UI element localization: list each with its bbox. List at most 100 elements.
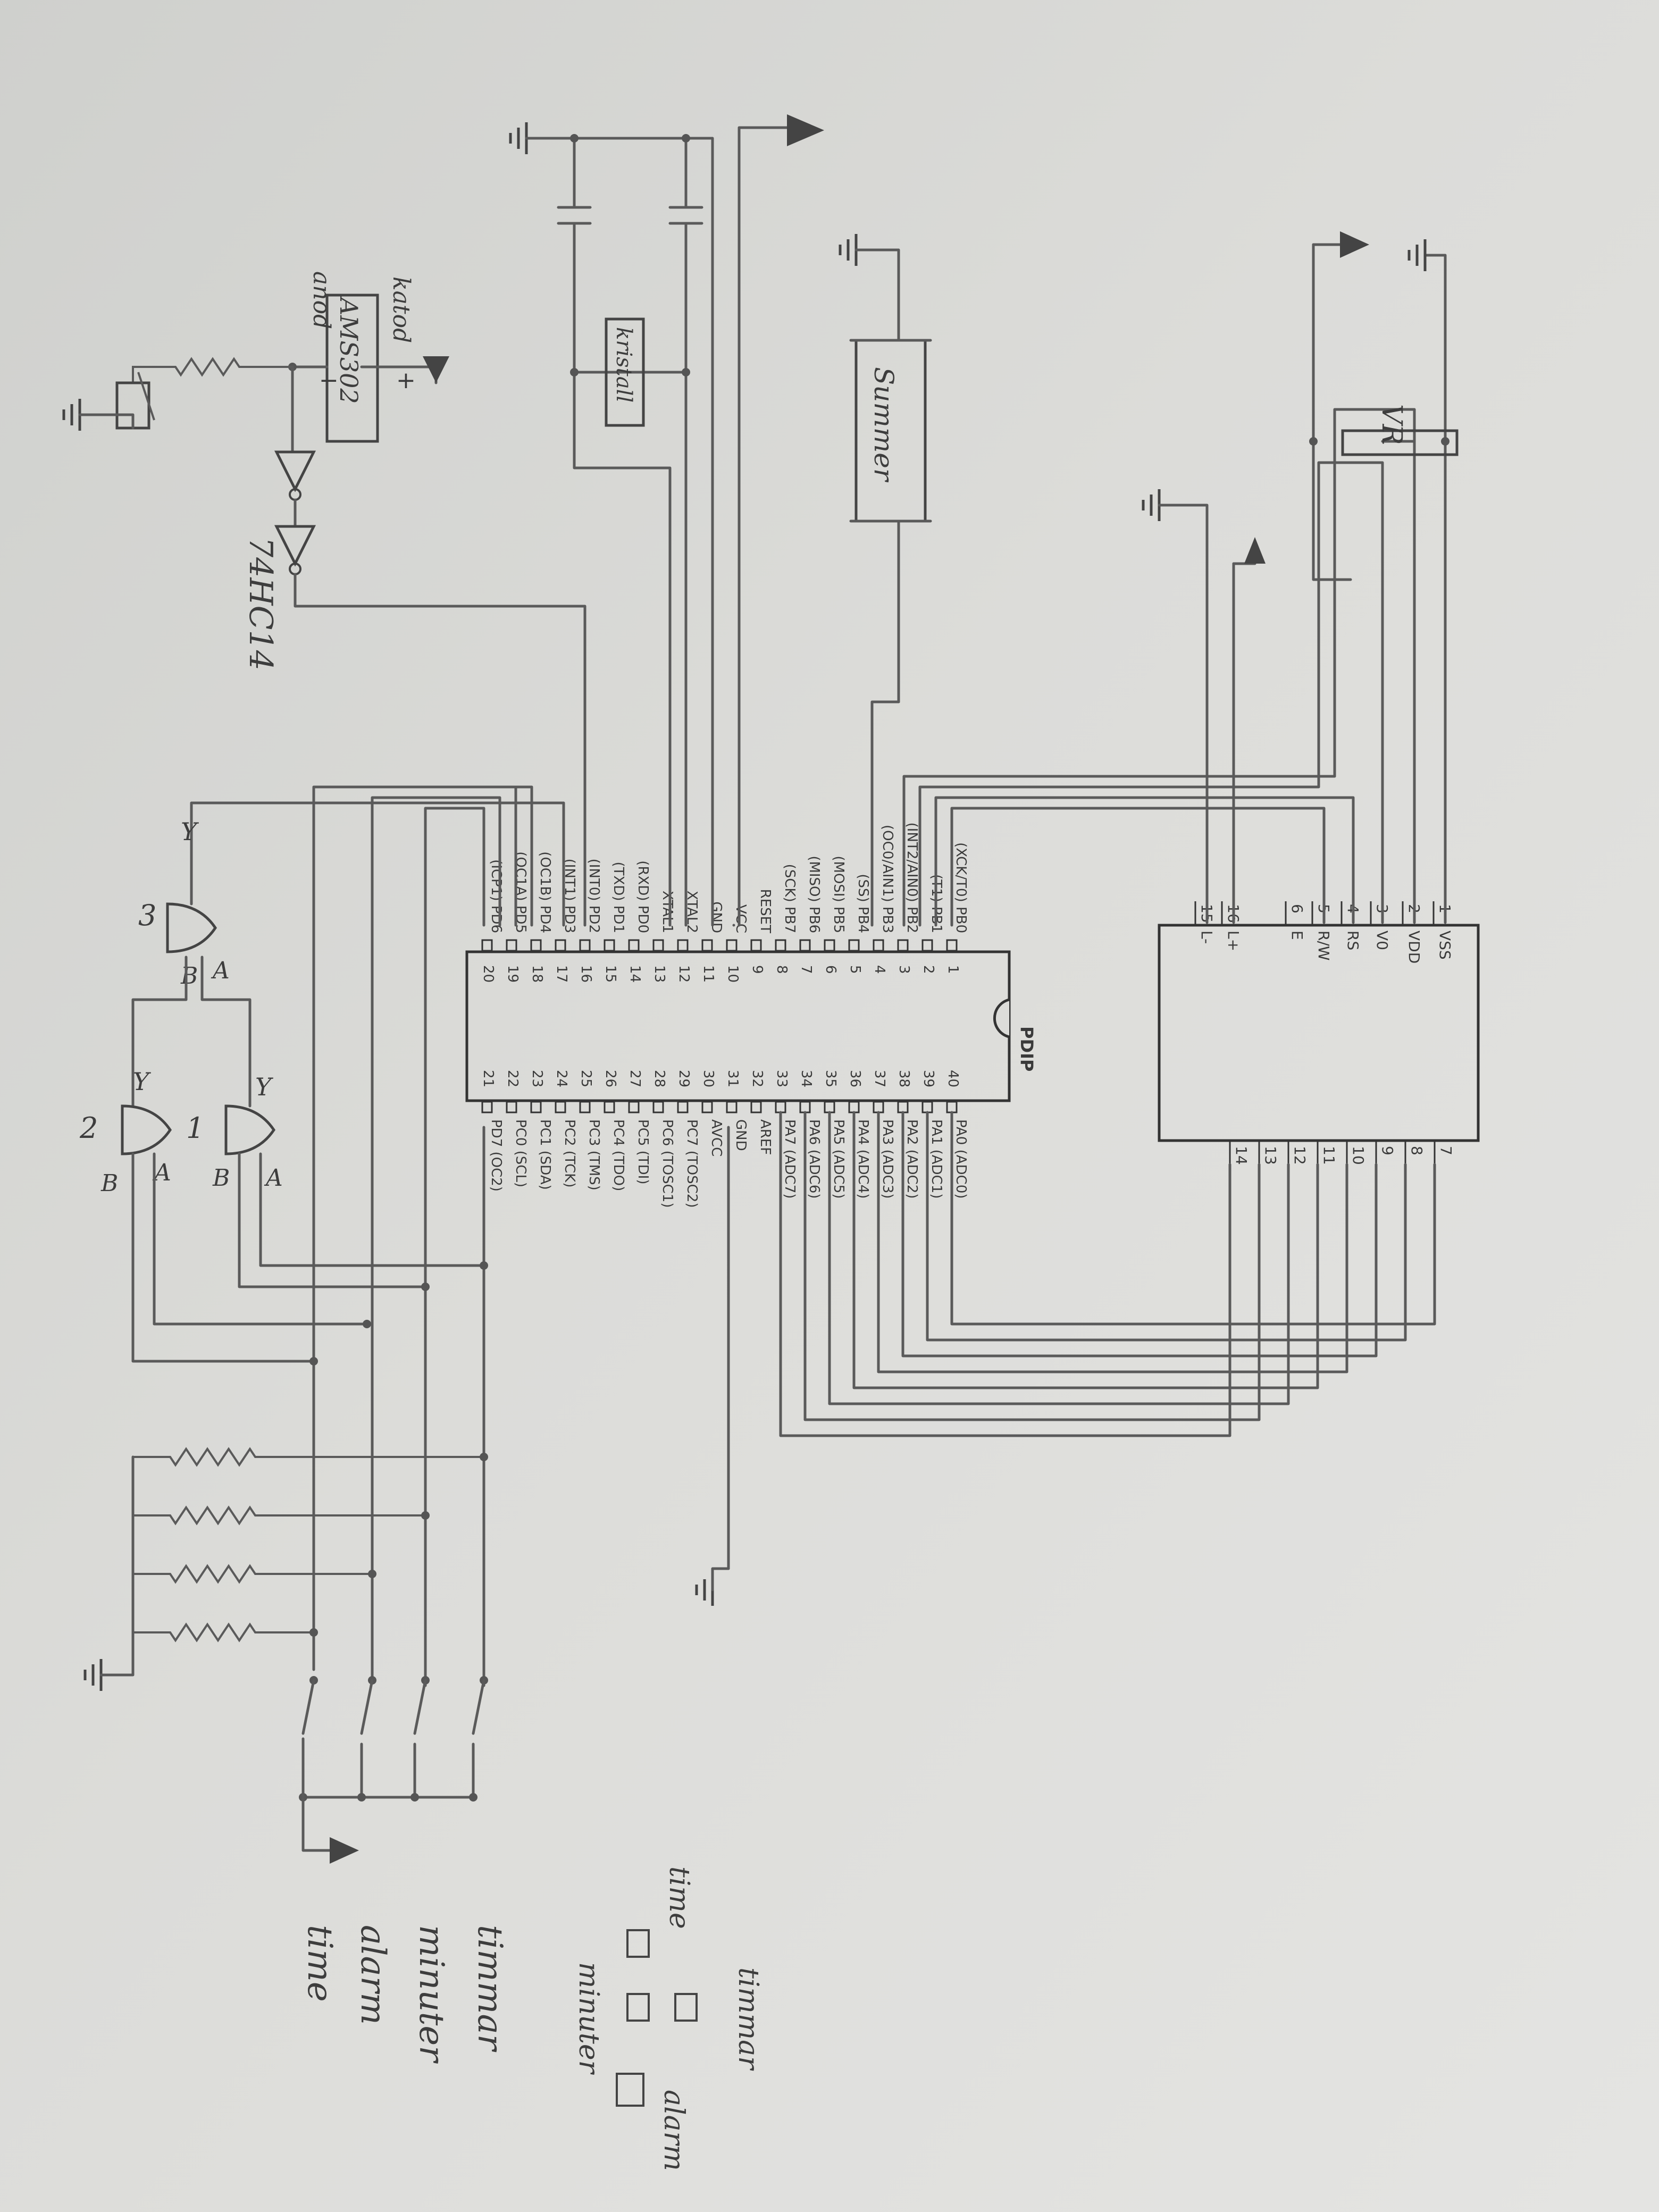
mcu-pin-number: 27: [627, 1070, 643, 1087]
gate1-y-label: Y: [255, 1073, 274, 1101]
pot-label: VR: [1376, 404, 1407, 445]
mcu-pin-label: (SS) PB4: [855, 874, 871, 933]
mcu-pin-label: (OC0/AIN1) PB3: [879, 825, 895, 933]
lcd-pin-label: R/W: [1315, 931, 1333, 961]
lcd-pin-number: 9: [1379, 1146, 1396, 1155]
lcd-pin-label: VDD: [1405, 931, 1423, 963]
mcu-pin-label: PC5 (TDI): [635, 1119, 651, 1185]
mcu-pin-number: 37: [872, 1070, 887, 1087]
lcd-control-wires: [902, 286, 1447, 927]
inverter-ic-label: 74HC14: [242, 537, 279, 671]
mcu-pin-number: 40: [945, 1070, 961, 1087]
sensor-plus: +: [396, 367, 416, 394]
mcu-pin-9: [750, 939, 762, 952]
mcu-pin-8: [775, 939, 786, 952]
lcd-pin-label: E: [1288, 931, 1306, 940]
mcu-pin-label: PC7 (TOSC2): [684, 1119, 700, 1208]
panel-alarm: alarm: [658, 2090, 690, 2171]
mcu-pin-20: [481, 939, 493, 952]
mcu-pin-31: [726, 1101, 738, 1113]
lcd-body: [1158, 924, 1480, 1142]
mcu-pin-label: PC6 (TOSC1): [659, 1119, 675, 1208]
gate3-y-label: Y: [181, 817, 199, 846]
mcu-pin-number: 2: [920, 965, 936, 974]
mcu-pin-11: [701, 939, 713, 952]
mcu-pin-label: (XCK/T0) PB0: [953, 842, 969, 933]
lcd-data-wire: [828, 1111, 1290, 1405]
mcu-pin-19: [506, 939, 517, 952]
gate1-b-label: B: [212, 1164, 230, 1192]
gate2-y-label: Y: [133, 1067, 152, 1096]
crystal-body: [605, 317, 645, 427]
mcu-pin-number: 3: [896, 965, 912, 974]
mcu-pin-1: [946, 939, 958, 952]
lcd-data-wire: [901, 1111, 1378, 1358]
panel-timmar: timmar: [732, 1967, 764, 2071]
mcu-pin-number: 35: [823, 1070, 839, 1087]
mcu-pin-32: [750, 1101, 762, 1113]
mcu-pin-label: PD7 (OC2): [488, 1119, 504, 1192]
mcu-pin-label: (SCK) PB7: [782, 864, 798, 933]
mcu-pin-number: 13: [651, 965, 667, 983]
ams302-sensor: AMS302 katod anod + −: [78, 271, 449, 454]
pot-body: [1341, 429, 1459, 456]
panel-time: time: [663, 1866, 695, 1929]
mcu-pin-27: [628, 1101, 640, 1113]
mcu-pin-label: PC2 (TCK): [562, 1119, 577, 1188]
panel-box-minuter: [626, 1993, 650, 2022]
gate1-label: 1: [186, 1111, 204, 1145]
lcd-pin-label: L-: [1198, 931, 1216, 944]
mcu-pin-number: 32: [749, 1070, 765, 1087]
schmitt-inverters: 74HC14: [242, 450, 586, 927]
mcu-pin-label: VCC: [733, 904, 749, 933]
mcu-pin-number: 8: [774, 965, 790, 974]
lcd-pin-number: 13: [1262, 1146, 1279, 1165]
lcd-data-wire: [950, 1111, 1436, 1326]
mcu-pin-number: 39: [920, 1070, 936, 1087]
mcu-pin-number: 19: [505, 965, 521, 983]
mcu-pin-number: 26: [602, 1070, 618, 1087]
mcu-pin-number: 18: [529, 965, 545, 983]
panel-box-alarm: [616, 2073, 644, 2107]
lcd-pin-label: L+: [1225, 931, 1242, 951]
front-panel-sketch: timmar alarm minuter time: [573, 1866, 764, 2171]
lcd-data-wire: [852, 1111, 1319, 1389]
lcd-pin-number: 10: [1350, 1146, 1367, 1165]
mcu-pin-number: 15: [602, 965, 618, 983]
crystal-oscillator: kristall: [525, 134, 714, 927]
mcu-pin-13: [652, 939, 664, 952]
mcu-pin-number: 25: [578, 1070, 594, 1087]
mcu-pin-number: 10: [725, 965, 741, 983]
mcu-pin-3: [897, 939, 909, 952]
sensor-vcc-arrow-icon: [423, 356, 449, 383]
mcu-pin-number: 6: [823, 965, 839, 974]
mcu-pin-label: PA5 (ADC5): [831, 1119, 847, 1199]
mcu-pin-label: (RXD) PD0: [635, 860, 651, 933]
panel-box-time: [626, 1929, 650, 1958]
button-label-alarm: alarm: [353, 1925, 392, 2025]
mcu-pin-15: [604, 939, 615, 952]
lcd-pin-number: 6: [1288, 904, 1306, 914]
mcu-pin-number: 17: [554, 965, 569, 983]
mcu-pin-number: 12: [676, 965, 692, 983]
mcu-pin-12: [677, 939, 689, 952]
mcu-pin-4: [873, 939, 884, 952]
anod-label: anod: [308, 271, 335, 329]
mcu-pin-label: (MOSI) PB5: [831, 856, 847, 933]
mcu-pin-number: 11: [700, 965, 716, 983]
panel-box-timmar: [674, 1993, 698, 2022]
mcu-pin-label: PA2 (ADC2): [904, 1119, 920, 1199]
mcu-pin-number: 20: [480, 965, 496, 983]
buzzer: Summer: [849, 248, 932, 927]
mcu-pin-label: AREF: [757, 1119, 773, 1155]
lcd-pin-number: 14: [1233, 1146, 1250, 1165]
mcu-pin-number: 16: [578, 965, 594, 983]
panel-minuter: minuter: [573, 1962, 605, 2075]
mcu-pin-number: 21: [480, 1070, 496, 1087]
gate2-label: 2: [79, 1111, 98, 1145]
mcu-pin-number: 4: [872, 965, 887, 974]
